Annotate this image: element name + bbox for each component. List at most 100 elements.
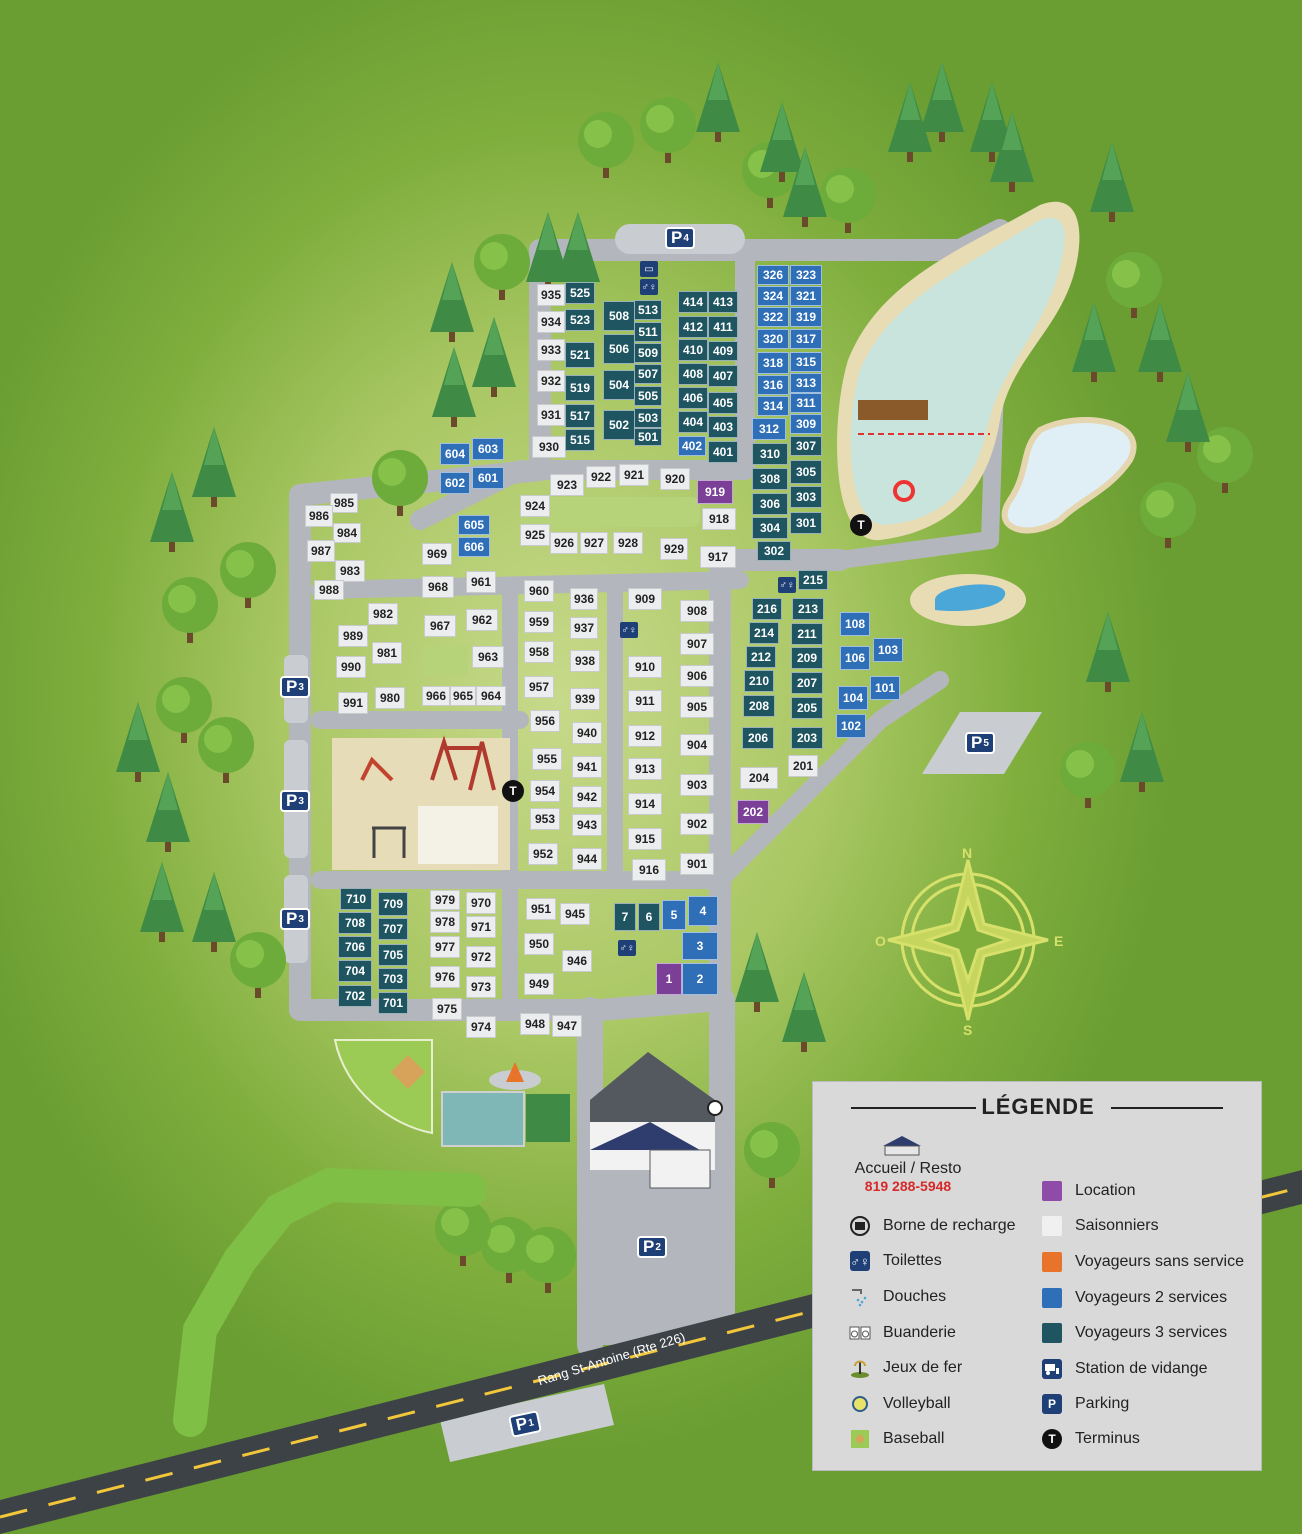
campsite-407[interactable]: 407: [708, 365, 738, 387]
campsite-960[interactable]: 960: [524, 580, 554, 602]
campsite-923[interactable]: 923: [550, 474, 584, 496]
campsite-964[interactable]: 964: [476, 686, 506, 706]
campsite-971[interactable]: 971: [466, 916, 496, 938]
campsite-412[interactable]: 412: [678, 316, 708, 338]
campsite-409[interactable]: 409: [708, 341, 738, 361]
campsite-414[interactable]: 414: [678, 291, 708, 313]
campsite-704[interactable]: 704: [338, 960, 372, 982]
campsite-403[interactable]: 403: [708, 416, 738, 438]
campsite-979[interactable]: 979: [430, 890, 460, 910]
campsite-413[interactable]: 413: [708, 291, 738, 313]
campsite-406[interactable]: 406: [678, 387, 708, 409]
campsite-701[interactable]: 701: [378, 992, 408, 1014]
campsite-324[interactable]: 324: [757, 286, 789, 306]
campsite-316[interactable]: 316: [757, 375, 789, 395]
campsite-208[interactable]: 208: [743, 695, 775, 717]
campsite-313[interactable]: 313: [790, 373, 822, 393]
campsite-7[interactable]: 7: [614, 903, 636, 931]
campsite-948[interactable]: 948: [520, 1013, 550, 1035]
campsite-206[interactable]: 206: [742, 727, 774, 749]
campsite-606[interactable]: 606: [458, 537, 490, 557]
campsite-947[interactable]: 947: [552, 1015, 582, 1037]
legend-phone[interactable]: 819 288-5948: [864, 1178, 952, 1194]
campsite-970[interactable]: 970: [466, 892, 496, 914]
campsite-982[interactable]: 982: [368, 603, 398, 625]
campsite-969[interactable]: 969: [422, 543, 452, 565]
campsite-402[interactable]: 402: [678, 436, 706, 456]
campsite-936[interactable]: 936: [570, 588, 598, 610]
campsite-509[interactable]: 509: [634, 343, 662, 363]
campsite-710[interactable]: 710: [340, 888, 372, 910]
campsite-908[interactable]: 908: [680, 600, 714, 622]
campsite-210[interactable]: 210: [744, 670, 774, 692]
campsite-203[interactable]: 203: [791, 727, 823, 749]
campsite-302[interactable]: 302: [757, 541, 791, 561]
campsite-927[interactable]: 927: [580, 532, 608, 554]
campsite-944[interactable]: 944: [572, 848, 602, 870]
campsite-926[interactable]: 926: [550, 532, 578, 554]
campsite-511[interactable]: 511: [634, 322, 662, 342]
campsite-945[interactable]: 945: [560, 903, 590, 925]
campsite-310[interactable]: 310: [752, 443, 788, 465]
campsite-988[interactable]: 988: [314, 580, 344, 600]
campsite-916[interactable]: 916: [632, 859, 666, 881]
campsite-211[interactable]: 211: [791, 623, 823, 645]
campsite-706[interactable]: 706: [338, 936, 372, 958]
campsite-102[interactable]: 102: [836, 714, 866, 738]
campsite-966[interactable]: 966: [422, 686, 450, 706]
campsite-204[interactable]: 204: [740, 767, 778, 789]
campsite-911[interactable]: 911: [628, 690, 662, 712]
campsite-925[interactable]: 925: [520, 524, 550, 546]
campsite-920[interactable]: 920: [660, 468, 690, 490]
campsite-976[interactable]: 976: [430, 966, 460, 988]
campsite-934[interactable]: 934: [537, 311, 565, 333]
campsite-201[interactable]: 201: [788, 755, 818, 777]
campsite-215[interactable]: 215: [798, 570, 828, 590]
campsite-603[interactable]: 603: [472, 438, 504, 460]
campsite-962[interactable]: 962: [466, 609, 498, 631]
campsite-952[interactable]: 952: [528, 843, 558, 865]
campsite-306[interactable]: 306: [752, 493, 788, 515]
campsite-989[interactable]: 989: [338, 625, 368, 647]
campsite-513[interactable]: 513: [634, 300, 662, 320]
campsite-303[interactable]: 303: [790, 486, 822, 508]
campsite-508[interactable]: 508: [603, 301, 635, 331]
campsite-972[interactable]: 972: [466, 946, 496, 968]
campsite-317[interactable]: 317: [790, 329, 822, 349]
campsite-411[interactable]: 411: [708, 316, 738, 338]
campsite-311[interactable]: 311: [790, 393, 822, 413]
campsite-950[interactable]: 950: [524, 933, 554, 955]
campsite-917[interactable]: 917: [700, 546, 736, 568]
campsite-605[interactable]: 605: [458, 515, 490, 535]
campsite-101[interactable]: 101: [870, 676, 900, 700]
campsite-104[interactable]: 104: [838, 686, 868, 710]
campsite-959[interactable]: 959: [524, 611, 554, 633]
campsite-519[interactable]: 519: [565, 375, 595, 401]
campsite-323[interactable]: 323: [790, 265, 822, 285]
campsite-2[interactable]: 2: [682, 963, 718, 995]
campsite-314[interactable]: 314: [757, 396, 789, 416]
campsite-940[interactable]: 940: [572, 722, 602, 744]
campsite-401[interactable]: 401: [708, 441, 738, 463]
campsite-205[interactable]: 205: [791, 697, 823, 719]
campsite-985[interactable]: 985: [330, 493, 358, 513]
campsite-913[interactable]: 913: [628, 758, 662, 780]
campsite-503[interactable]: 503: [634, 408, 662, 428]
campsite-6[interactable]: 6: [638, 903, 660, 931]
campsite-604[interactable]: 604: [440, 443, 470, 465]
campsite-953[interactable]: 953: [530, 808, 560, 830]
campsite-910[interactable]: 910: [628, 656, 662, 678]
campsite-705[interactable]: 705: [378, 944, 408, 966]
campsite-955[interactable]: 955: [532, 748, 562, 770]
campsite-986[interactable]: 986: [305, 505, 333, 527]
campsite-957[interactable]: 957: [524, 676, 554, 698]
campsite-702[interactable]: 702: [338, 985, 372, 1007]
campsite-974[interactable]: 974: [466, 1016, 496, 1038]
campsite-975[interactable]: 975: [432, 998, 462, 1020]
campsite-905[interactable]: 905: [680, 696, 714, 718]
campsite-901[interactable]: 901: [680, 853, 714, 875]
